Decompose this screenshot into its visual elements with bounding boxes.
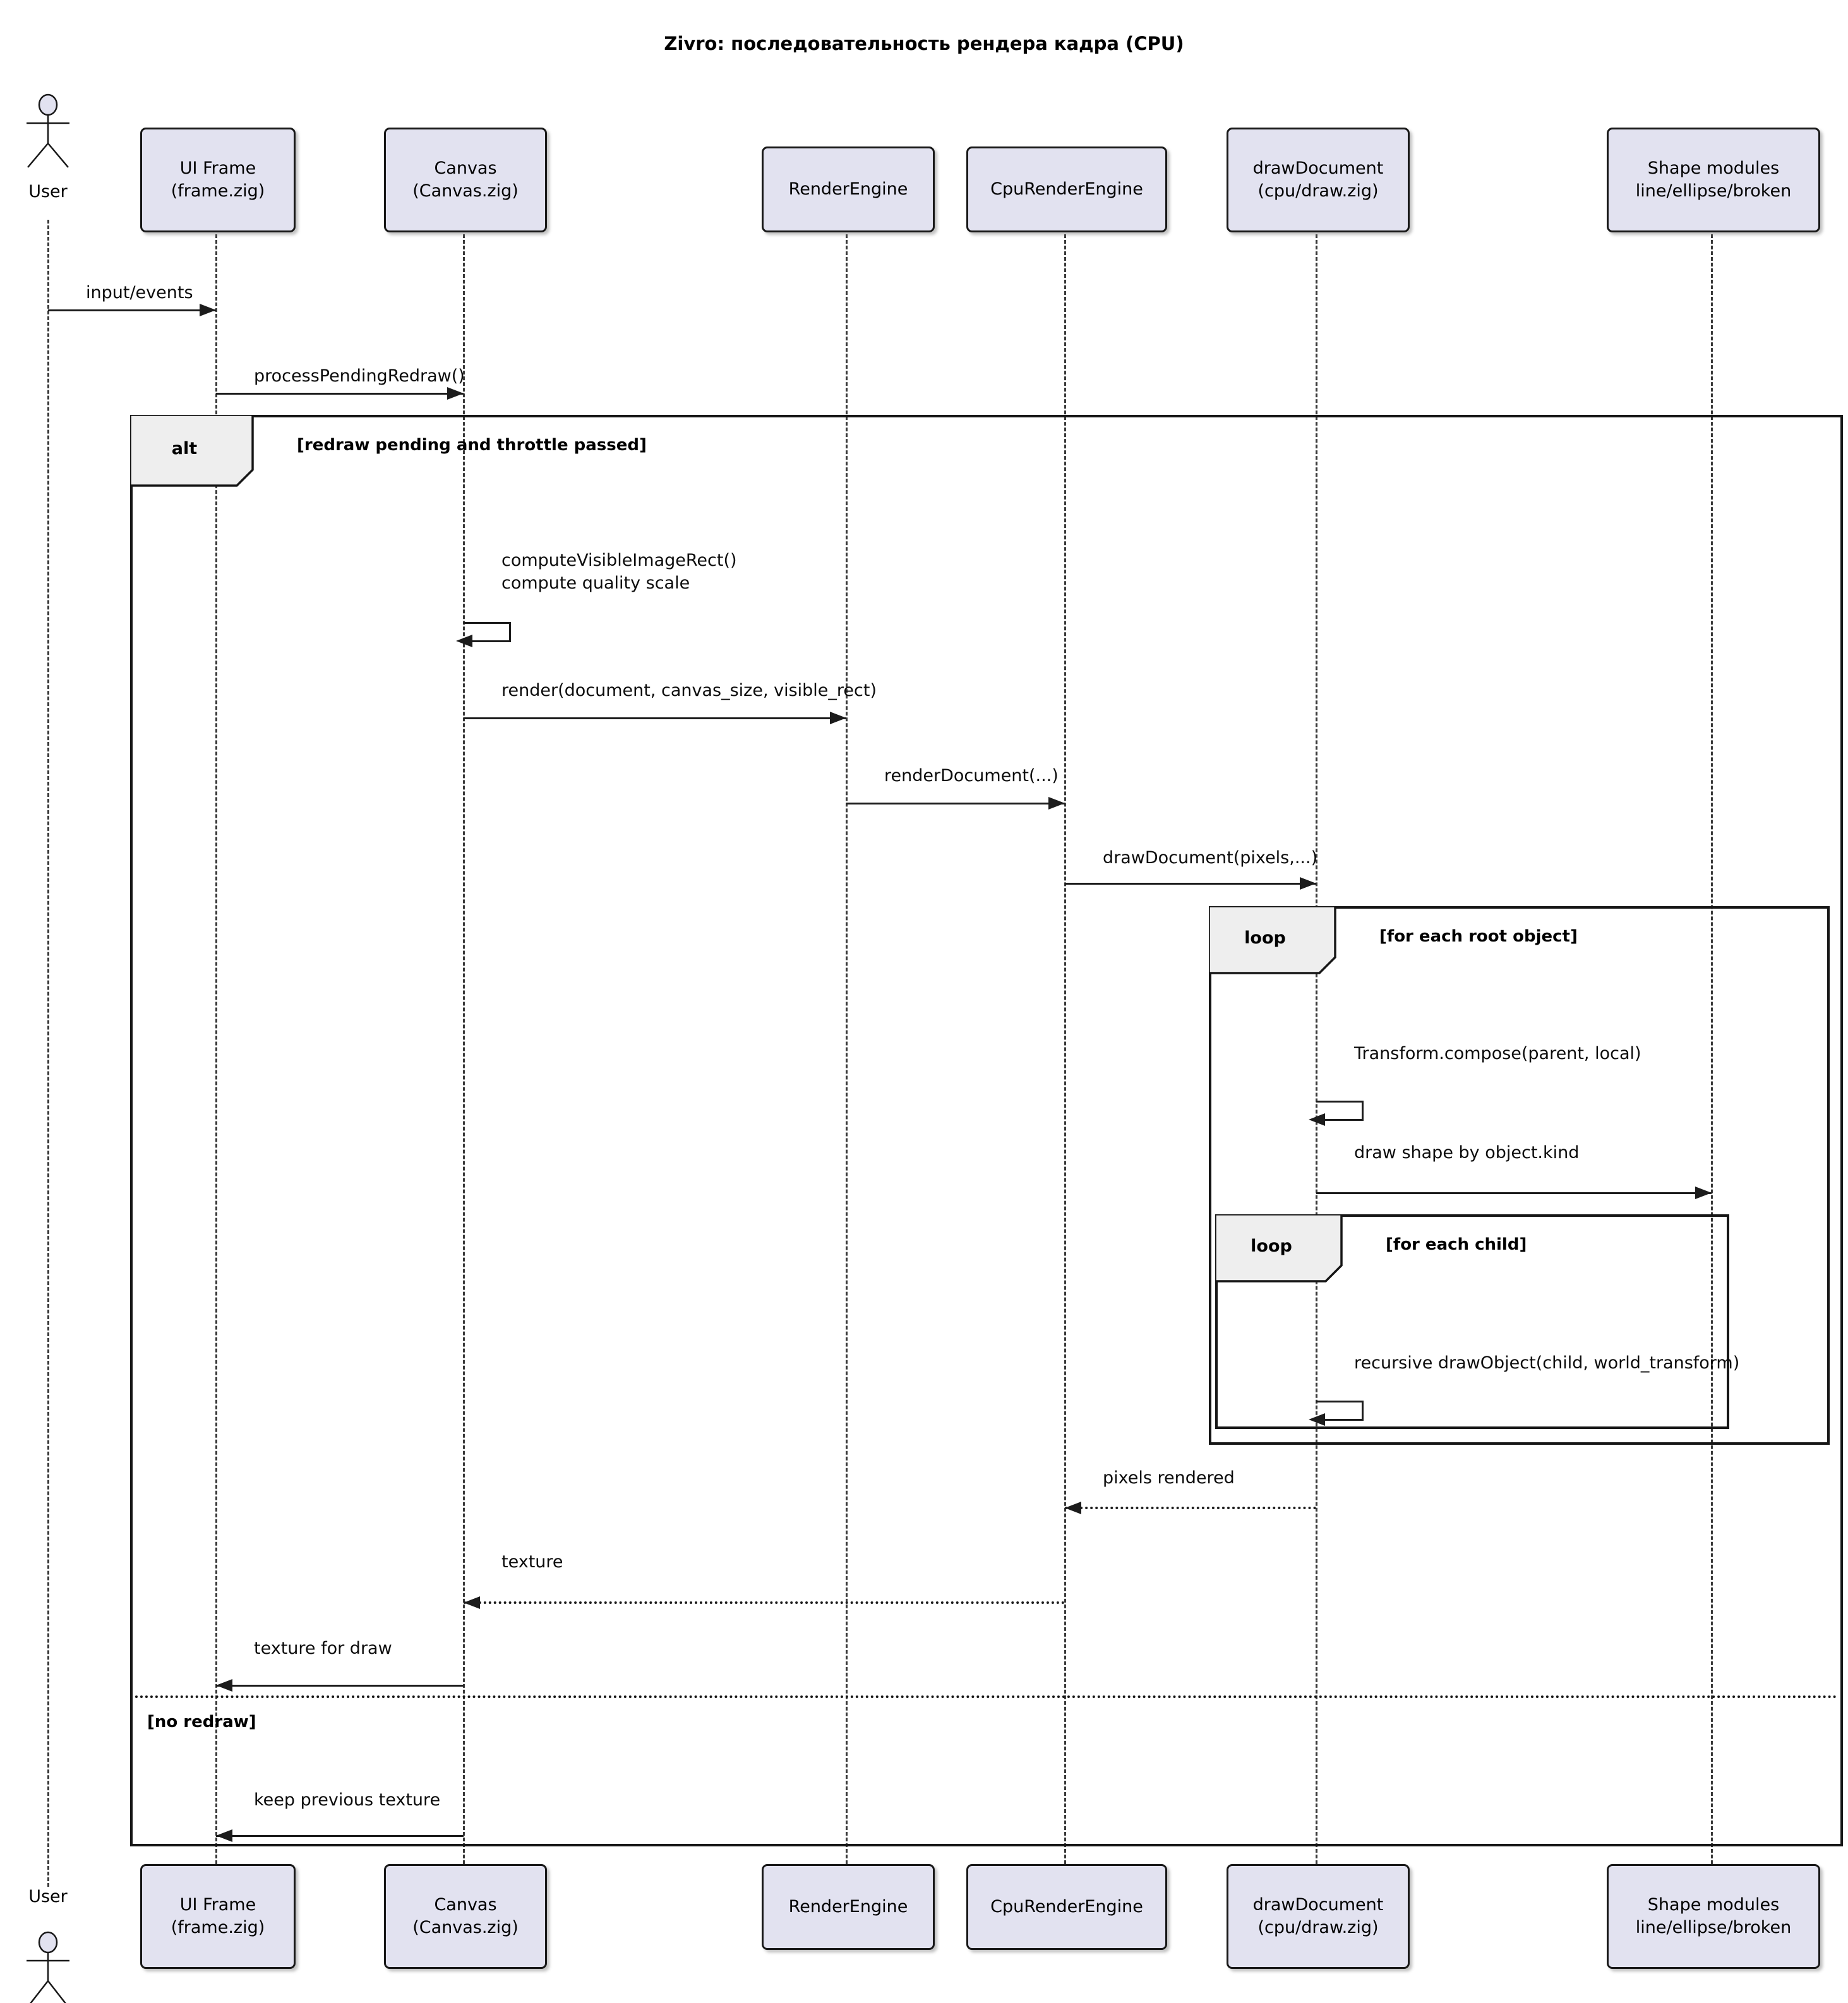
participant-label: UI Frame	[179, 158, 256, 178]
participant-shape-modules-bottom: Shape modules line/ellipse/broken	[1607, 1864, 1820, 1969]
participant-cpu-render-engine: CpuRenderEngine	[966, 146, 1167, 232]
lifeline-user	[47, 220, 49, 1887]
participant-draw-document: drawDocument (cpu/draw.zig)	[1227, 128, 1410, 232]
msg-texture-for-draw-arrow	[216, 1685, 464, 1687]
alt-fragment-label: alt	[171, 438, 198, 458]
participant-sublabel: line/ellipse/broken	[1635, 1918, 1792, 1937]
msg-input-events-label: input/events	[86, 283, 193, 302]
msg-render-label: render(document, canvas_size, visible_re…	[501, 681, 877, 700]
msg-process-pending-redraw-arrow	[216, 393, 464, 395]
alt-else-guard: [no redraw]	[147, 1713, 256, 1731]
loop-child-fragment	[1215, 1214, 1729, 1429]
msg-recursive-draw-arrowhead	[1309, 1413, 1325, 1426]
loop-root-fragment	[1209, 906, 1830, 1445]
msg-render-arrow	[464, 717, 846, 719]
lifeline-shape-modules	[1711, 229, 1713, 1864]
msg-compute-visible-label-1: computeVisibleImageRect()	[501, 551, 737, 570]
participant-label: drawDocument	[1252, 1895, 1384, 1915]
user-actor-icon-bottom	[27, 1931, 69, 2003]
msg-transform-compose-self-arrow	[1316, 1101, 1364, 1121]
participant-label: UI Frame	[179, 1895, 256, 1915]
msg-input-events-arrow	[48, 309, 216, 311]
msg-recursive-draw-self-arrow	[1316, 1401, 1364, 1421]
msg-transform-compose-label: Transform.compose(parent, local)	[1354, 1044, 1641, 1063]
diagram-title: Zivro: последовательность рендера кадра …	[664, 33, 1184, 54]
msg-process-pending-redraw-arrowhead	[447, 387, 464, 400]
lifeline-cpu-render-engine	[1064, 229, 1066, 1864]
msg-pixels-rendered-arrow	[1065, 1507, 1316, 1509]
participant-sublabel: line/ellipse/broken	[1635, 181, 1792, 201]
msg-texture-arrow	[464, 1601, 1065, 1604]
lifeline-render-engine	[846, 229, 848, 1864]
participant-ui-frame-bottom: UI Frame (frame.zig)	[140, 1864, 296, 1969]
participant-label: Canvas	[434, 158, 497, 178]
participant-canvas-bottom: Canvas (Canvas.zig)	[384, 1864, 547, 1969]
msg-texture-for-draw-arrowhead	[216, 1679, 232, 1692]
participant-sublabel: (frame.zig)	[171, 1918, 265, 1937]
participant-render-engine-bottom: RenderEngine	[762, 1864, 935, 1950]
msg-render-arrowhead	[830, 712, 846, 724]
msg-compute-visible-arrowhead	[456, 635, 472, 647]
msg-keep-previous-texture-arrowhead	[216, 1829, 232, 1842]
msg-draw-shape-arrowhead	[1695, 1187, 1712, 1199]
loop-root-guard: [for each root object]	[1379, 927, 1578, 946]
participant-sublabel: (Canvas.zig)	[412, 1918, 519, 1937]
participant-label: Shape modules	[1647, 1895, 1780, 1915]
participant-label: Canvas	[434, 1895, 497, 1915]
msg-render-document-arrowhead	[1048, 797, 1065, 810]
loop-child-pentagon	[1215, 1214, 1343, 1283]
msg-texture-for-draw-label: texture for draw	[254, 1639, 392, 1658]
participant-render-engine: RenderEngine	[762, 146, 935, 232]
participant-label: RenderEngine	[788, 1897, 908, 1916]
participant-label: CpuRenderEngine	[990, 179, 1143, 199]
msg-compute-visible-self-arrow	[464, 622, 511, 642]
participant-ui-frame: UI Frame (frame.zig)	[140, 128, 296, 232]
msg-transform-compose-arrowhead	[1309, 1113, 1325, 1126]
msg-recursive-draw-label: recursive drawObject(child, world_transf…	[1354, 1353, 1740, 1373]
msg-draw-document-label: drawDocument(pixels,...)	[1103, 848, 1318, 868]
participant-label: RenderEngine	[788, 179, 908, 199]
msg-draw-shape-arrow	[1316, 1192, 1712, 1194]
loop-root-label: loop	[1244, 928, 1286, 948]
participant-sublabel: (Canvas.zig)	[412, 181, 519, 201]
msg-draw-document-arrowhead	[1300, 877, 1316, 890]
alt-divider	[130, 1695, 1838, 1698]
alt-fragment-pentagon	[130, 415, 254, 487]
lifeline-draw-document	[1316, 229, 1317, 1864]
msg-compute-visible-label-2: compute quality scale	[501, 573, 690, 593]
loop-root-pentagon	[1209, 906, 1336, 974]
msg-process-pending-redraw-label: processPendingRedraw()	[254, 366, 465, 386]
msg-keep-previous-texture-arrow	[216, 1835, 464, 1837]
msg-render-document-label: renderDocument(...)	[884, 766, 1059, 786]
participant-label: drawDocument	[1252, 158, 1384, 178]
msg-input-events-arrowhead	[200, 304, 216, 316]
msg-texture-arrowhead	[464, 1596, 480, 1609]
participant-sublabel: (cpu/draw.zig)	[1257, 181, 1379, 201]
msg-texture-label: texture	[501, 1552, 563, 1572]
user-actor-label-bottom: User	[28, 1887, 68, 1906]
alt-fragment	[130, 415, 1843, 1846]
user-actor-icon	[27, 93, 69, 168]
msg-pixels-rendered-label: pixels rendered	[1103, 1468, 1235, 1488]
participant-label: CpuRenderEngine	[990, 1897, 1143, 1916]
loop-child-label: loop	[1251, 1236, 1292, 1256]
lifeline-canvas	[463, 229, 465, 1864]
msg-draw-shape-label: draw shape by object.kind	[1354, 1143, 1580, 1163]
lifeline-ui-frame	[215, 229, 217, 1864]
msg-render-document-arrow	[846, 803, 1065, 804]
loop-child-guard: [for each child]	[1386, 1235, 1527, 1254]
participant-cpu-render-engine-bottom: CpuRenderEngine	[966, 1864, 1167, 1950]
msg-pixels-rendered-arrowhead	[1065, 1502, 1081, 1514]
participant-shape-modules: Shape modules line/ellipse/broken	[1607, 128, 1820, 232]
participant-sublabel: (frame.zig)	[171, 181, 265, 201]
participant-sublabel: (cpu/draw.zig)	[1257, 1918, 1379, 1937]
participant-canvas: Canvas (Canvas.zig)	[384, 128, 547, 232]
alt-fragment-guard: [redraw pending and throttle passed]	[297, 436, 647, 455]
user-actor-label: User	[28, 182, 68, 201]
msg-draw-document-arrow	[1065, 883, 1316, 885]
participant-draw-document-bottom: drawDocument (cpu/draw.zig)	[1227, 1864, 1410, 1969]
msg-keep-previous-texture-label: keep previous texture	[254, 1790, 441, 1810]
participant-label: Shape modules	[1647, 158, 1780, 178]
